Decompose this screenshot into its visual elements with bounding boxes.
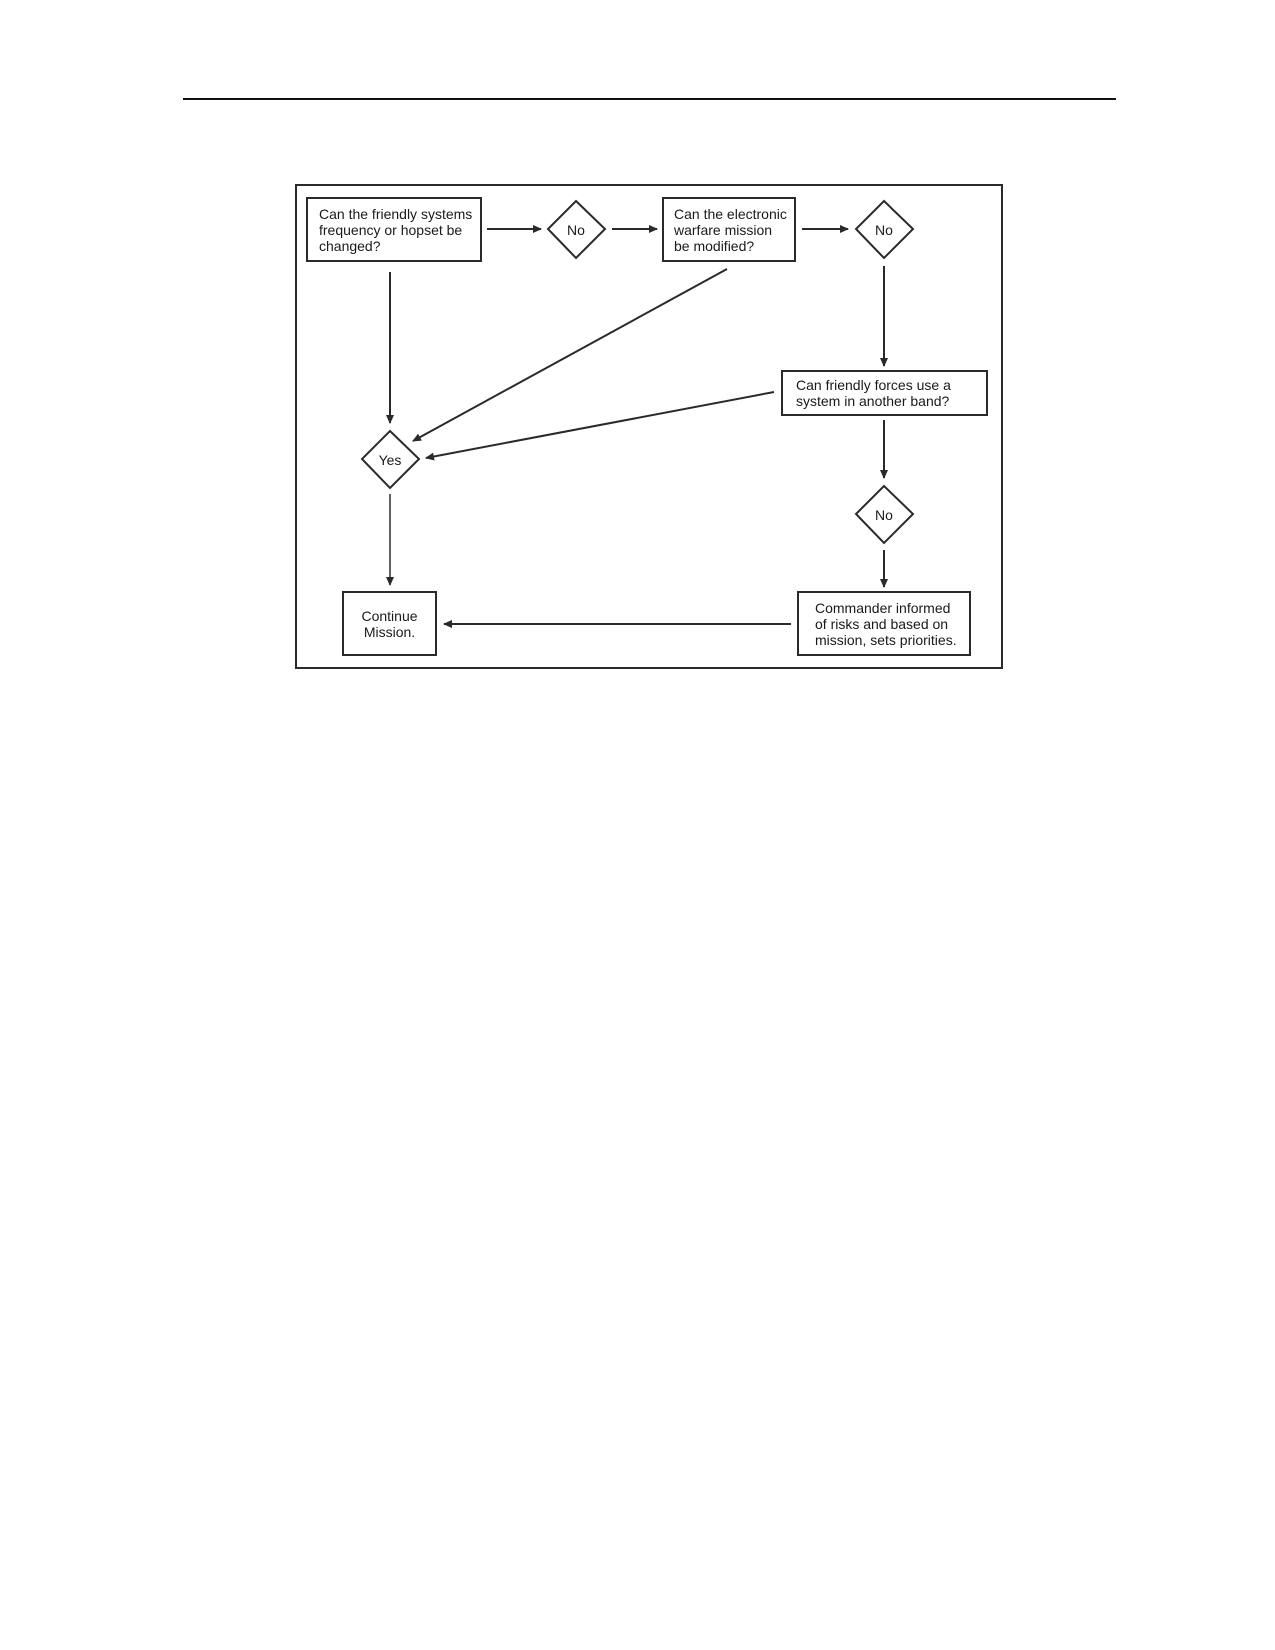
decision-no-1-shape	[546, 199, 607, 260]
page-header-rule	[183, 98, 1116, 100]
commander-informed-text: Commander informed of risks and based on…	[815, 599, 957, 648]
question-frequency-text: Can the friendly systems frequency or ho…	[319, 205, 473, 254]
decision-no-3-shape	[854, 484, 915, 545]
decision-yes-label: Yes	[378, 452, 402, 468]
question-ew-mission-box: Can the electronic warfare mission be mo…	[662, 197, 796, 262]
continue-mission-box: Continue Mission.	[342, 591, 437, 656]
decision-no-3-label: No	[875, 507, 893, 523]
decision-no-2-label: No	[875, 222, 893, 238]
question-other-band-text: Can friendly forces use a system in anot…	[796, 377, 951, 409]
arrow-q3-to-yes	[425, 391, 775, 461]
arrow-q2-to-yes	[412, 268, 728, 442]
question-other-band-box: Can friendly forces use a system in anot…	[781, 370, 988, 416]
question-frequency-box: Can the friendly systems frequency or ho…	[306, 197, 482, 262]
decision-no-1-label: No	[567, 222, 585, 238]
continue-mission-text: Continue Mission.	[361, 607, 418, 640]
decision-no-2-shape	[854, 199, 915, 260]
commander-informed-box: Commander informed of risks and based on…	[797, 591, 971, 656]
question-ew-mission-text: Can the electronic warfare mission be mo…	[674, 205, 787, 254]
figure-frame	[295, 184, 1003, 669]
decision-yes-shape	[360, 429, 421, 490]
